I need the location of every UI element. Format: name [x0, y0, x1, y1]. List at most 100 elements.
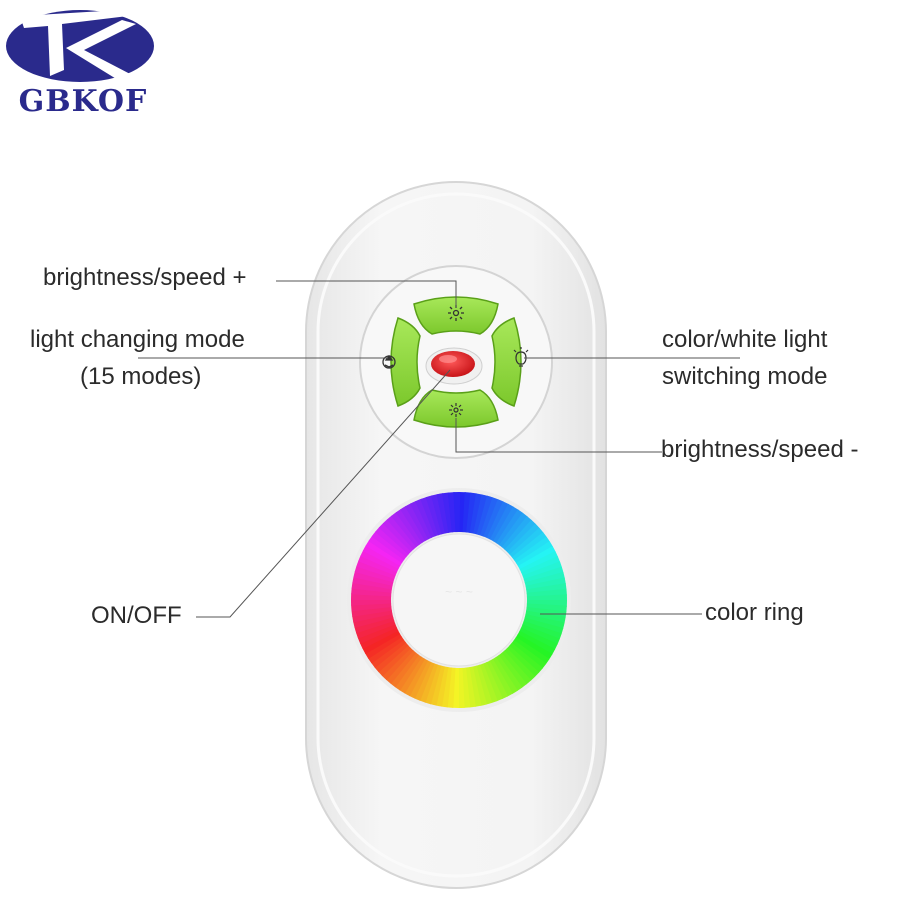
color-ring-segment [453, 491, 461, 533]
brightness-up-button[interactable] [413, 296, 499, 335]
color-ring-segment [452, 667, 459, 708]
gbkof-logo-icon [6, 10, 154, 82]
color-ring-segment [476, 495, 494, 536]
color-ring-segment [482, 662, 503, 702]
color-ring-segment [486, 660, 509, 700]
label-brightness-down: brightness/speed - [661, 436, 859, 463]
color-ring-segment [420, 496, 439, 537]
color-ring-segment [424, 664, 442, 705]
color-ring-segment [511, 532, 548, 561]
color-ring-segment [360, 549, 399, 573]
color-ring-segment [356, 560, 396, 579]
color-ring-segment [357, 623, 397, 644]
color-ring-segment [513, 637, 550, 665]
color-ring-segment [386, 515, 417, 550]
color-ring-segment [525, 610, 566, 624]
color-ring-segment [377, 644, 411, 677]
color-ring-segment [419, 663, 438, 703]
color-ring-segment [371, 531, 407, 561]
color-ring-segment [375, 526, 409, 558]
color-ring-segment [511, 639, 547, 669]
color-white-switch-button[interactable] [491, 317, 529, 407]
label-color-ring: color ring [705, 599, 804, 626]
color-ring-segment [374, 642, 409, 673]
color-ring-segment [409, 500, 432, 540]
color-ring-segment [358, 555, 398, 576]
power-button[interactable] [425, 347, 483, 385]
color-ring-segment [351, 593, 392, 600]
color-ring-segment [365, 540, 403, 566]
color-ring-segment [526, 603, 567, 613]
color-ring-segment [368, 535, 405, 563]
color-ring-segment [351, 581, 392, 593]
color-ring-segment [522, 561, 563, 580]
color-ring-segment [436, 493, 450, 534]
label-on-off: ON/OFF [91, 602, 182, 629]
label-brightness-up: brightness/speed + [43, 264, 247, 291]
color-ring-segment [516, 541, 554, 567]
color-ring-segment [378, 522, 412, 555]
color-ring-segment [526, 594, 567, 602]
color-ring-segment [524, 572, 565, 587]
color-ring-segment [400, 505, 426, 543]
mode-button[interactable] [382, 317, 421, 407]
color-ring-segment [525, 577, 566, 591]
color-ring-segment [414, 661, 435, 701]
color-ring-segment [415, 498, 436, 538]
color-ring-segment [469, 493, 483, 534]
color-ring-segment [472, 665, 487, 706]
brand-name: GBKOF [18, 84, 148, 119]
color-ring-segment [429, 665, 445, 706]
color-ring-segment [498, 652, 527, 689]
color-ring-segment [486, 501, 510, 540]
color-ring-segment [514, 536, 551, 564]
color-ring-segment [382, 518, 415, 552]
color-ring-segment [390, 652, 420, 688]
color-ring-segment [408, 660, 432, 699]
color-ring-segment [462, 492, 472, 533]
color-ring-gradient [351, 491, 567, 708]
color-ring-segment [391, 511, 420, 548]
color-ring-segment [517, 546, 556, 570]
label-color-white-line1: color/white light [662, 326, 828, 353]
color-ring[interactable]: ~ ~ ~ [347, 488, 571, 712]
color-ring-segment [509, 642, 543, 674]
color-ring-segment [353, 570, 394, 586]
color-ring-segment [503, 648, 536, 682]
color-ring-segment [498, 512, 528, 548]
color-ring-segment [404, 658, 429, 697]
color-ring-segment [351, 587, 392, 597]
color-ring-segment [405, 503, 429, 542]
color-ring-segment [465, 667, 476, 708]
label-color-white: color/white light switching mode [662, 321, 827, 395]
color-ring-segment [446, 667, 456, 708]
leader-brightness-up [276, 280, 457, 308]
color-ring-segment [364, 633, 402, 659]
color-ring-segment [466, 492, 478, 533]
color-ring-segment [435, 666, 449, 707]
color-ring-segment [362, 630, 401, 654]
color-ring-segment [519, 627, 558, 651]
color-ring-segment [475, 664, 493, 705]
color-ring-segment [496, 509, 524, 546]
color-ring-segment [489, 503, 514, 542]
color-ring-segment [381, 647, 414, 681]
leader-brightness-down [455, 418, 662, 453]
color-ring-segment [395, 508, 423, 545]
color-ring-segment [495, 655, 523, 692]
color-ring-segment [504, 519, 537, 553]
color-ring-segment [351, 606, 392, 617]
color-ring-segment [523, 617, 564, 635]
color-ring-segment [399, 656, 425, 694]
color-ring-segment [526, 600, 567, 607]
color-ring-segment [473, 494, 489, 535]
label-mode: light changing mode (15 modes) [30, 321, 245, 395]
color-ring-segment [526, 607, 567, 619]
brand-logo: GBKOF [2, 2, 154, 119]
color-ring-segment [370, 639, 407, 668]
color-ring-segment [385, 650, 417, 684]
color-ring-segment [362, 545, 401, 570]
brightness-down-button[interactable] [413, 389, 499, 428]
color-ring-segment [523, 566, 564, 584]
